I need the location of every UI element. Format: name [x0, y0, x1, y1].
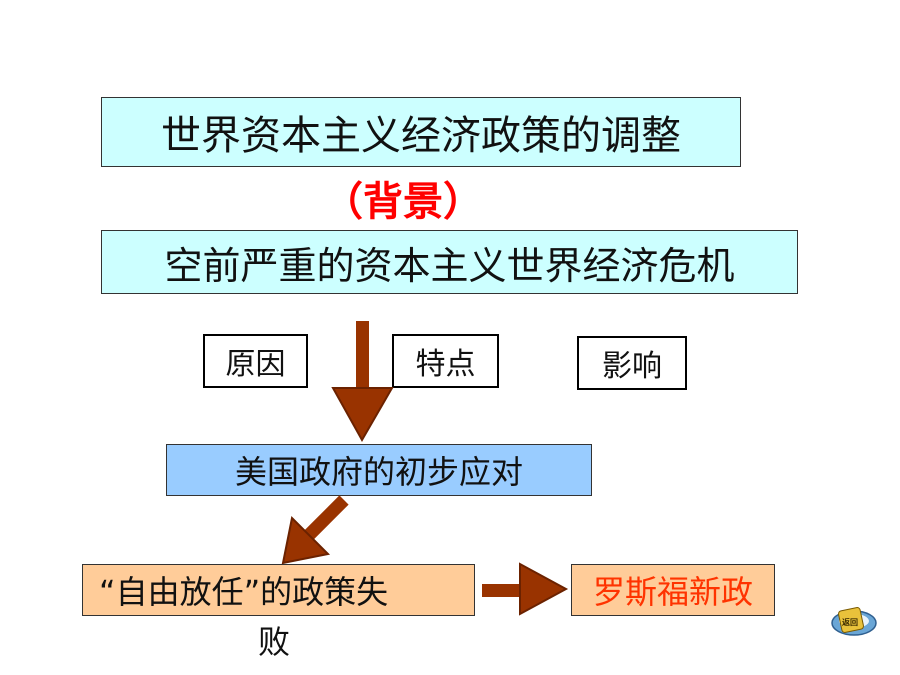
return-icon: 返回 — [831, 607, 877, 636]
response-box: 美国政府的初步应对 — [166, 444, 592, 496]
new-deal-text: 罗斯福新政 — [592, 573, 753, 611]
laissez-faire-box: “自由放任”的政策失 — [82, 564, 475, 616]
feature-label: 特点 — [415, 347, 476, 382]
impact-label: 影响 — [602, 349, 662, 384]
cause-label: 原因 — [225, 347, 286, 382]
cause-box: 原因 — [203, 334, 308, 388]
crisis-text: 空前严重的资本主义世界经济危机 — [164, 243, 735, 288]
laissez-faire-text-wrap: 败 — [258, 623, 291, 661]
down-arrow — [331, 321, 394, 443]
feature-box: 特点 — [392, 334, 499, 388]
return-button[interactable]: 返回 — [826, 601, 878, 641]
return-label: 返回 — [842, 617, 858, 627]
impact-box: 影响 — [577, 336, 687, 390]
diagonal-arrow — [281, 495, 349, 565]
new-deal-box: 罗斯福新政 — [571, 564, 775, 616]
laissez-faire-text: “自由放任”的政策失 — [99, 573, 389, 611]
response-text: 美国政府的初步应对 — [234, 453, 523, 491]
right-arrow — [482, 562, 569, 616]
crisis-box: 空前严重的资本主义世界经济危机 — [101, 230, 798, 294]
title-text: 世界资本主义经济政策的调整 — [161, 113, 681, 159]
title-box: 世界资本主义经济政策的调整 — [101, 97, 741, 167]
background-label: （背景） — [323, 179, 483, 225]
